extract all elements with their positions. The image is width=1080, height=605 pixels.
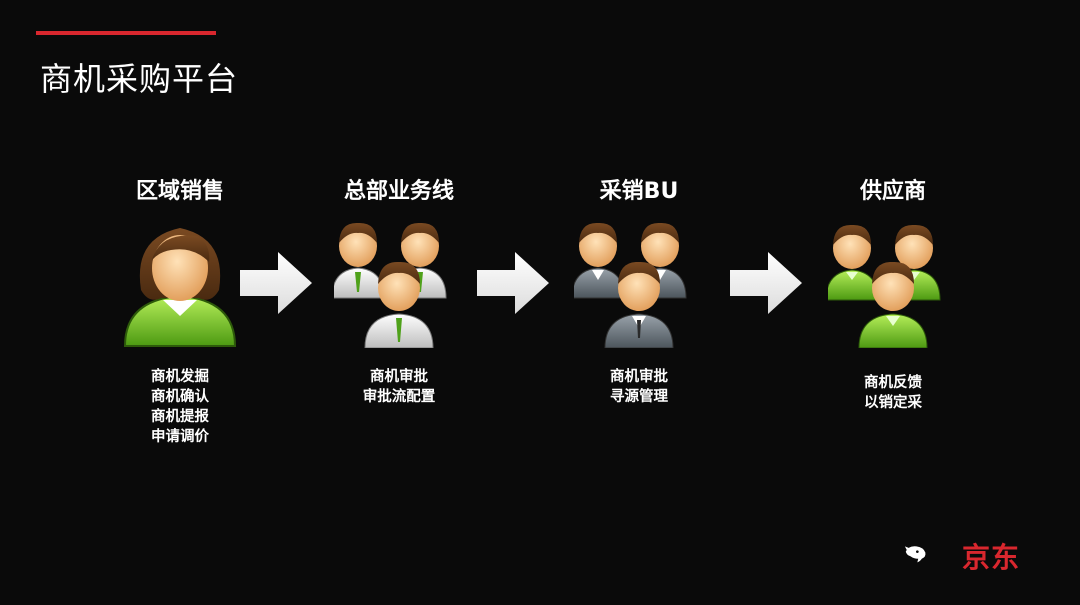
desc-line: 商机审批 [610,369,668,385]
stage-description: 商机反馈 以销定采 [793,373,993,413]
desc-line: 商机发掘 [151,369,209,385]
desc-line: 寻源管理 [610,389,668,405]
flow-arrow-icon [240,252,312,314]
stage-description: 商机发掘 商机确认 商机提报 申请调价 [80,367,280,447]
female-user-icon [123,228,237,347]
stage-title: 供应商 [859,179,926,204]
desc-line: 商机确认 [151,389,209,405]
title-accent-line [36,31,216,35]
slide-title: 商机采购平台 [40,60,239,98]
jd-dog-logo-icon [904,546,926,563]
flow-arrow-icon [477,252,549,314]
stage-description: 商机审批 寻源管理 [539,367,739,407]
desc-line: 申请调价 [151,429,209,445]
stage-title: 区域销售 [135,179,224,204]
user-group-icon [828,224,941,348]
desc-line: 审批流配置 [362,389,436,405]
stage-title: 采销BU [599,179,679,204]
desc-line: 商机反馈 [864,375,922,391]
stage-title: 总部业务线 [343,179,454,204]
flow-arrow-icon [730,252,802,314]
user-group-icon [334,222,447,348]
desc-line: 以销定采 [864,395,922,411]
user-group-icon [574,222,687,348]
jd-logo-text: 京东 [962,541,1021,574]
stage-description: 商机审批 审批流配置 [299,367,499,407]
desc-line: 商机审批 [370,369,428,385]
desc-line: 商机提报 [151,409,209,425]
